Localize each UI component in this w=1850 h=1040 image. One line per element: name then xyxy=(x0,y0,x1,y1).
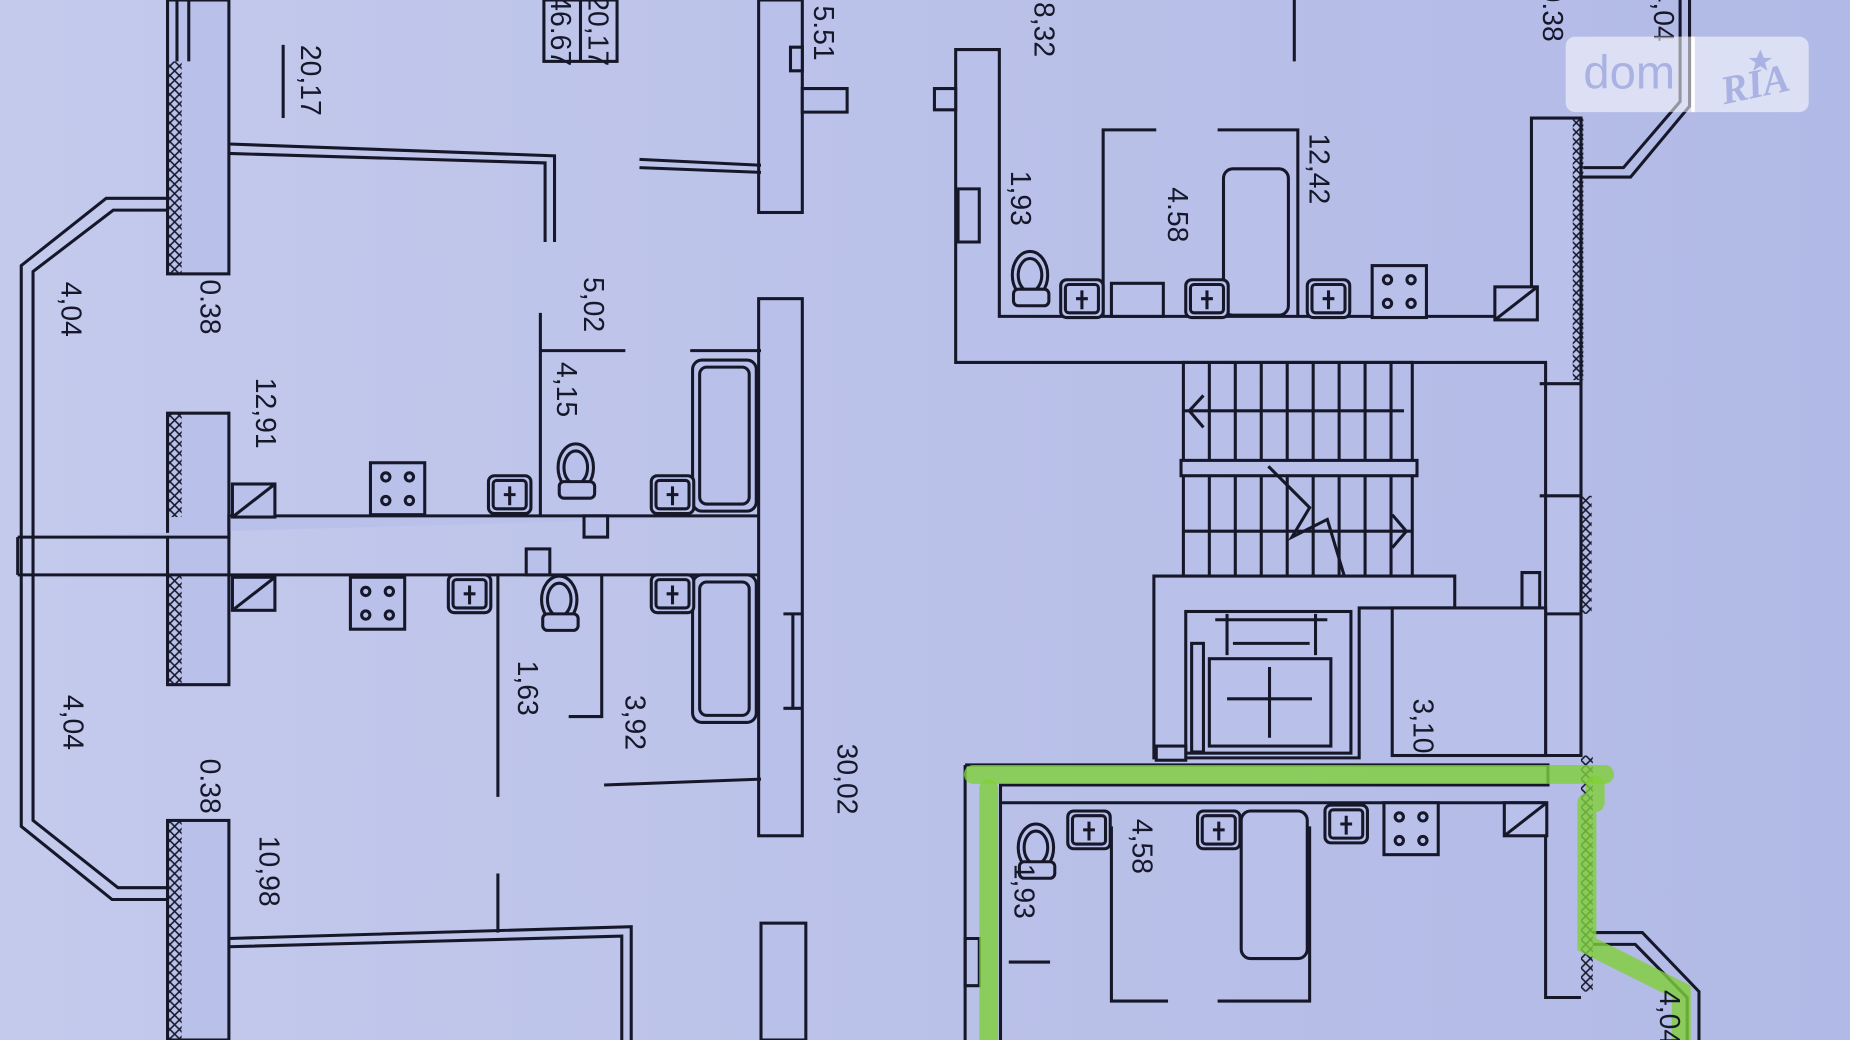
sink-icon xyxy=(649,474,696,516)
toilet-icon xyxy=(540,574,580,632)
domria-logo: dom RIA xyxy=(1565,36,1809,113)
area-label: 3,10 xyxy=(1406,698,1438,753)
stove-icon xyxy=(348,575,407,631)
area-label: 0.38 xyxy=(194,279,226,334)
sink-icon xyxy=(1305,278,1352,320)
sink-icon xyxy=(486,474,533,516)
area-label: 3,92 xyxy=(618,695,650,750)
toilet-icon xyxy=(556,442,597,500)
elevator-block xyxy=(1152,574,1548,762)
sink-icon xyxy=(446,573,493,615)
logo-text-dom: dom xyxy=(1583,47,1675,100)
left-apartment-walls xyxy=(16,0,849,1040)
sink-icon xyxy=(1066,809,1112,851)
area-label: 20,17 xyxy=(294,45,326,116)
area-label: 4,04 xyxy=(54,282,86,337)
sink-icon xyxy=(1196,809,1242,851)
area-label: 4,04 xyxy=(1653,990,1685,1040)
area-label: 4,04 xyxy=(57,695,89,750)
area-label: 12,42 xyxy=(1303,133,1335,204)
area-label: 1,93 xyxy=(1004,171,1036,226)
vent-icon xyxy=(1493,285,1539,322)
sink-icon xyxy=(1059,278,1105,320)
sink-icon xyxy=(649,573,696,615)
toilet-icon xyxy=(1010,249,1051,308)
area-label: 5,02 xyxy=(577,277,609,332)
area-label: 10,98 xyxy=(253,836,285,907)
area-label: 20,17 xyxy=(582,0,614,66)
right-apartment-walls xyxy=(932,0,1692,758)
area-label: 30,02 xyxy=(831,744,863,815)
area-label: 46.67 xyxy=(544,0,576,66)
sink-icon xyxy=(1323,803,1369,845)
area-label: 4.58 xyxy=(1161,187,1193,242)
star-icon xyxy=(1748,49,1773,71)
area-label: 5.51 xyxy=(807,5,839,60)
area-label: 4,58 xyxy=(1126,819,1158,874)
vent-icon xyxy=(230,575,277,612)
area-label: 1,93 xyxy=(1008,864,1040,919)
area-label: 8,32 xyxy=(1028,2,1060,57)
stove-icon xyxy=(368,461,427,517)
elevator-cross-icon xyxy=(1227,666,1312,738)
area-label: 1,63 xyxy=(511,661,543,716)
area-label: 4,15 xyxy=(550,362,582,417)
highlighted-apartment xyxy=(963,755,1701,1040)
area-label: 4,04 xyxy=(1647,0,1679,42)
sink-icon xyxy=(1184,278,1230,320)
area-label: 0.38 xyxy=(194,759,226,814)
area-label: 12,91 xyxy=(249,378,281,449)
area-label: 0.38 xyxy=(1536,0,1568,42)
vent-icon xyxy=(1502,801,1549,838)
stove-icon xyxy=(1370,264,1428,320)
vent-icon xyxy=(230,482,277,519)
stove-icon xyxy=(1382,801,1440,857)
